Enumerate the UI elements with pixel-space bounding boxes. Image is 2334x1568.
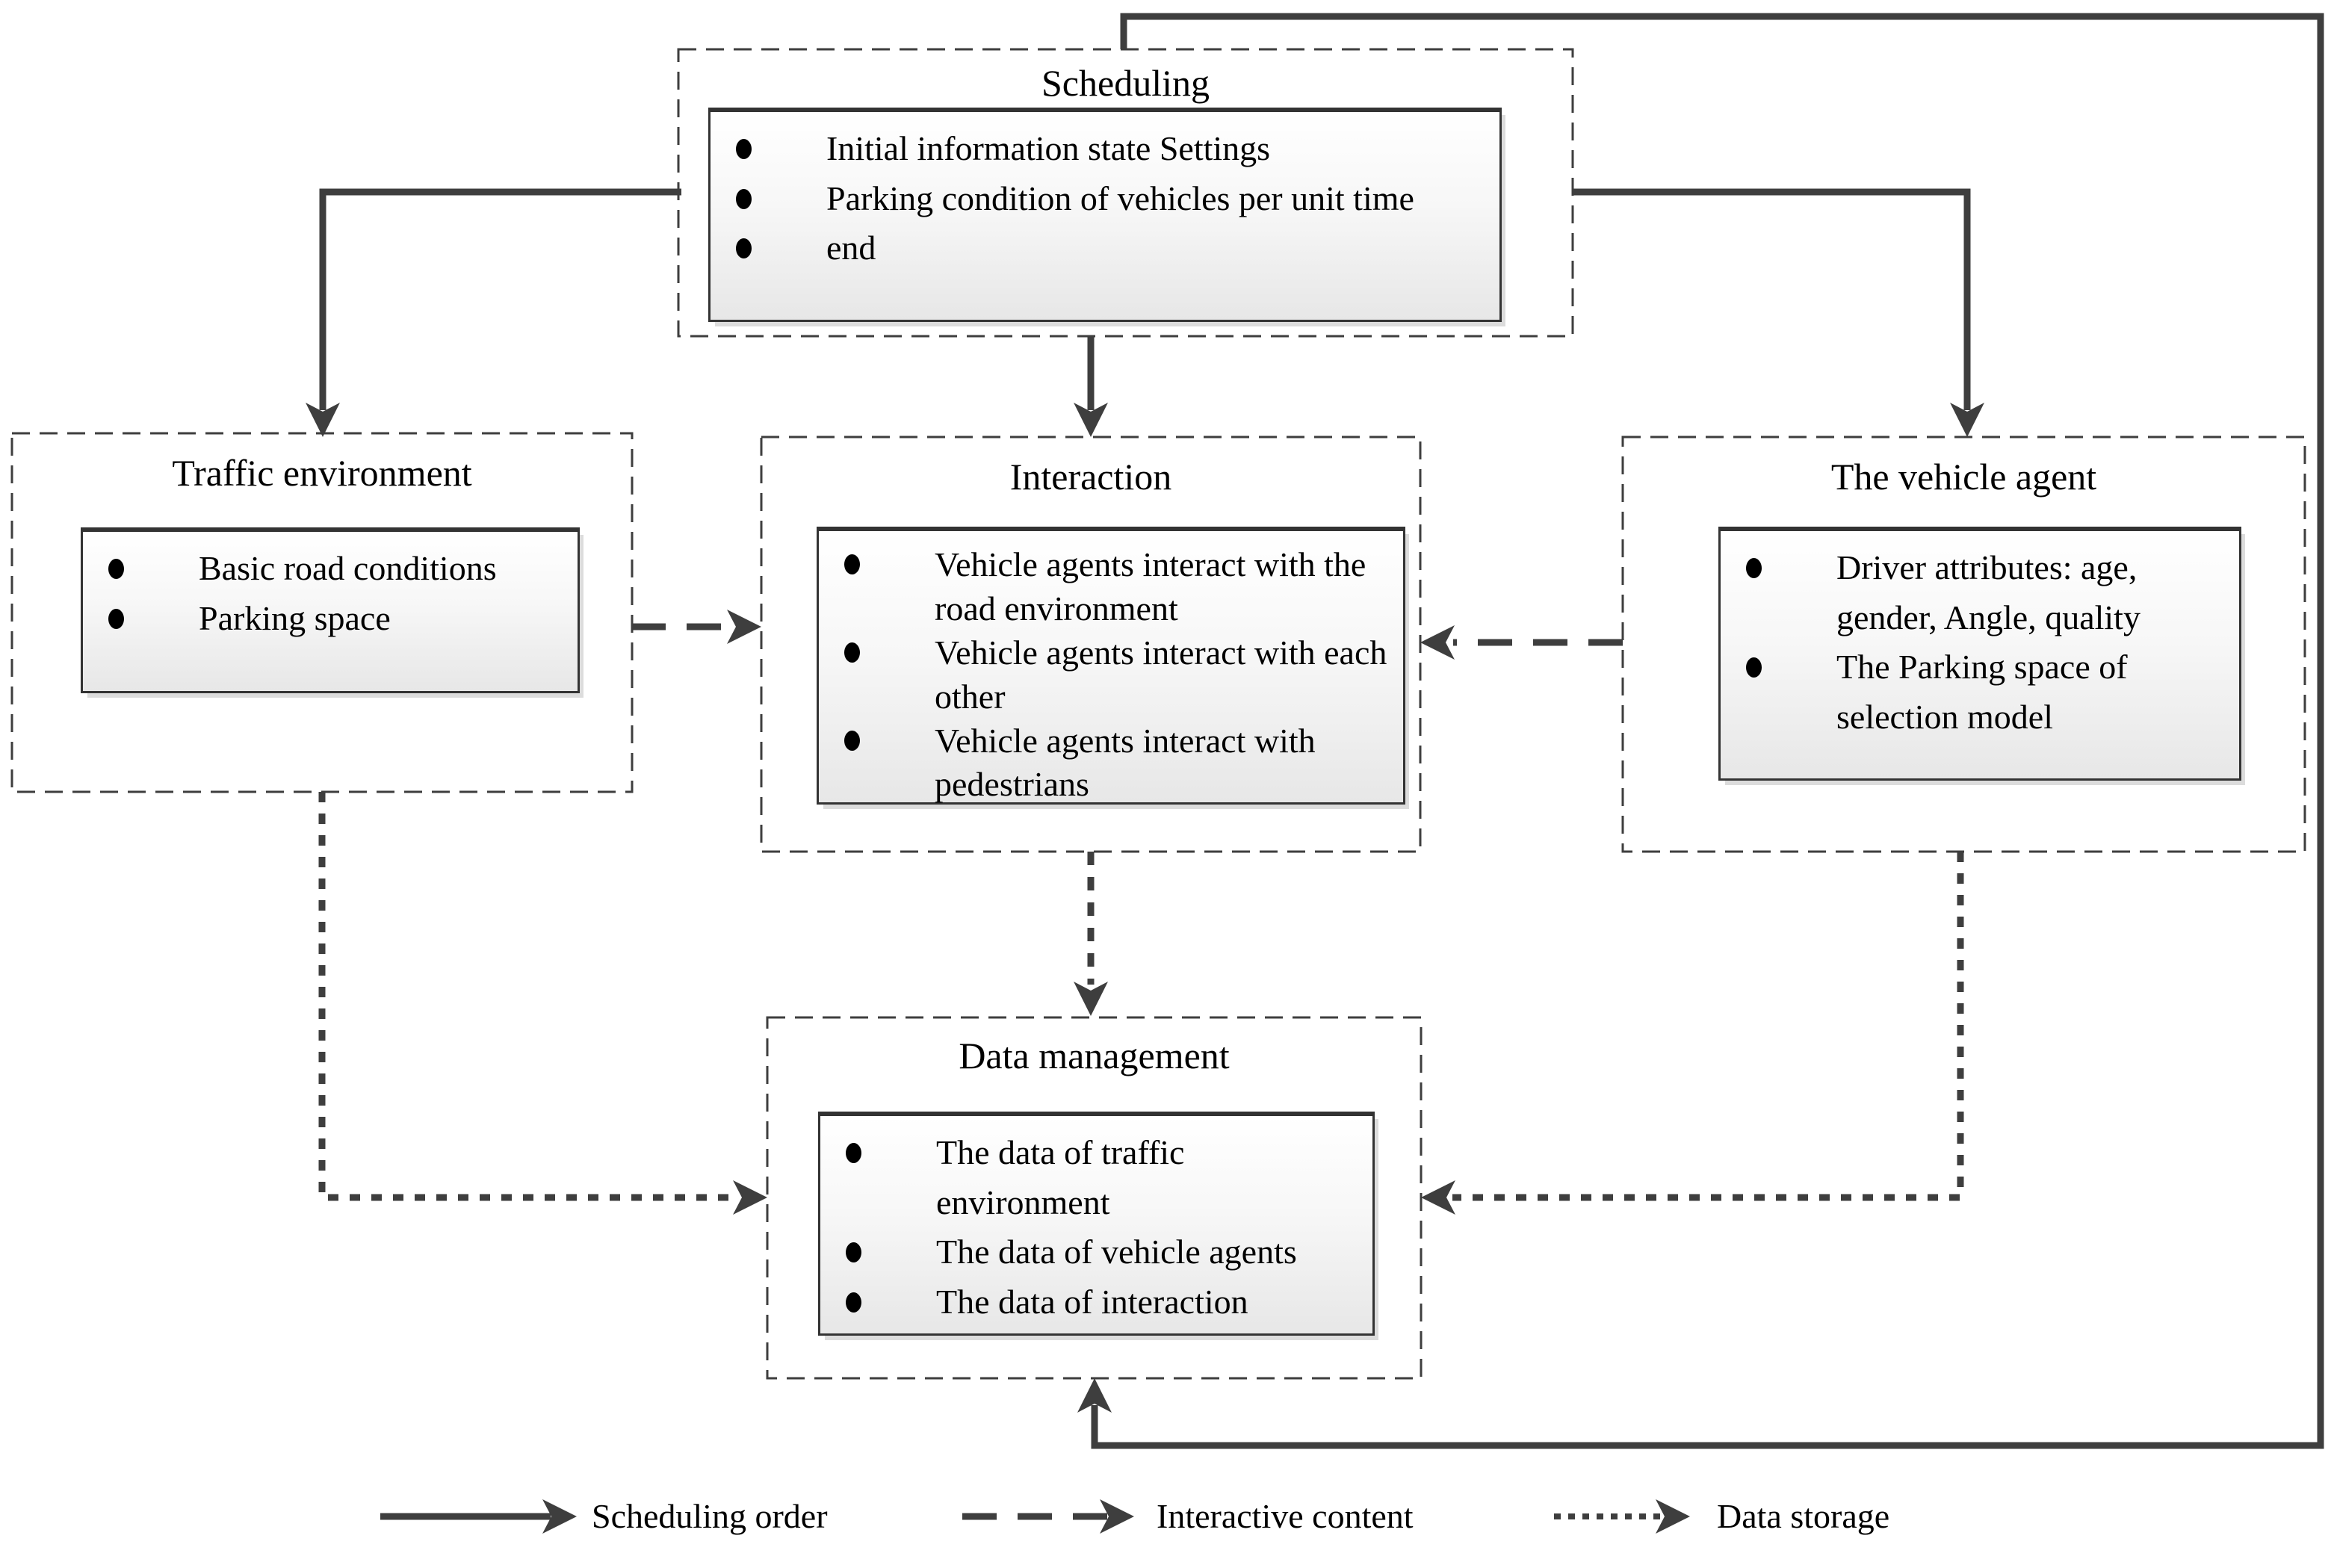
data-management-title: Data management — [959, 1035, 1230, 1076]
scheduling-box: Scheduling Initial information state Set… — [678, 49, 1573, 336]
arrowhead — [542, 1499, 577, 1534]
list-item-text: Vehicle agents interact with the road en… — [935, 545, 1366, 627]
vehicle-agent-item-list: Driver attributes: age, gender, Angle, q… — [1721, 531, 2239, 743]
arrowhead — [727, 610, 761, 644]
bullet-icon — [108, 559, 124, 579]
arrowhead — [1074, 403, 1108, 437]
traffic-environment-panel: Basic road conditions Parking space — [81, 527, 580, 693]
arrow-scheduling-to-traffic — [319, 188, 681, 410]
arrowhead — [1950, 403, 1984, 437]
bullet-icon — [846, 1143, 861, 1163]
bullet-icon — [108, 608, 124, 629]
vehicle-agent-box: The vehicle agent Driver attributes: age… — [1623, 437, 2305, 852]
list-item: The data of interaction — [846, 1277, 1358, 1327]
list-item: Initial information state Settings — [736, 124, 1485, 174]
traffic-environment-title: Traffic environment — [172, 452, 472, 494]
arrow-scheduling-to-vehicle-agent — [1573, 188, 1971, 410]
arrow-scheduling-loop-to-data-management — [1091, 13, 2324, 1449]
bullet-icon — [844, 554, 860, 574]
list-item: Basic road conditions — [108, 544, 563, 594]
vehicle-agent-panel: Driver attributes: age, gender, Angle, q… — [1718, 527, 2241, 781]
data-management-box-outline — [766, 1016, 1423, 1380]
arrow-traffic-to-data-management — [318, 792, 736, 1201]
scheduling-item-list: Initial information state Settings Parki… — [711, 112, 1499, 273]
list-item: The Parking space of selection model — [1746, 642, 2224, 742]
list-item-text: The data of traffic environment — [936, 1133, 1185, 1221]
list-item: The data of vehicle agents — [846, 1227, 1358, 1277]
arrowhead — [306, 403, 340, 437]
list-item-text: Driver attributes: age, gender, Angle, q… — [1836, 548, 2140, 636]
legend-label-interactive-content: Interactive content — [1157, 1497, 1414, 1535]
data-management-item-list: The data of traffic environment The data… — [820, 1116, 1372, 1327]
list-item-text: The Parking space of selection model — [1836, 648, 2128, 737]
bullet-icon — [844, 730, 860, 751]
list-item: Vehicle agents interact with the road en… — [844, 543, 1388, 631]
legend-label-scheduling-order: Scheduling order — [592, 1497, 828, 1535]
arrowhead — [733, 1180, 767, 1215]
arrowhead — [1077, 1378, 1112, 1413]
list-item: Parking condition of vehicles per unit t… — [736, 174, 1485, 224]
list-item-text: The data of vehicle agents — [936, 1233, 1297, 1271]
scheduling-panel: Initial information state Settings Parki… — [708, 108, 1502, 322]
traffic-environment-box: Traffic environment Basic road condition… — [12, 433, 632, 792]
scheduling-title: Scheduling — [1041, 62, 1210, 104]
list-item: Vehicle agents interact with pedestrians — [844, 719, 1388, 808]
bullet-icon — [846, 1292, 861, 1313]
list-item-text: Initial information state Settings — [826, 129, 1271, 167]
traffic-environment-item-list: Basic road conditions Parking space — [83, 532, 578, 643]
arrowhead — [1100, 1499, 1134, 1534]
interaction-box-outline — [760, 436, 1422, 853]
arrow-vehicle-agent-to-data-management — [1452, 852, 1964, 1201]
bullet-icon — [846, 1242, 861, 1263]
bullet-icon — [1746, 558, 1762, 578]
interaction-panel: Vehicle agents interact with the road en… — [817, 527, 1405, 805]
data-management-box: Data management The data of traffic envi… — [767, 1017, 1421, 1378]
legend-label-data-storage: Data storage — [1717, 1497, 1890, 1535]
list-item-text: The data of interaction — [936, 1283, 1248, 1321]
bullet-icon — [736, 139, 752, 159]
list-item-text: Vehicle agents interact with each other — [935, 633, 1387, 716]
data-management-panel: The data of traffic environment The data… — [818, 1112, 1375, 1336]
interaction-title: Interaction — [1009, 456, 1172, 498]
interaction-box: Interaction Vehicle agents interact with… — [761, 437, 1420, 852]
bullet-icon — [1746, 657, 1762, 678]
list-item-text: Parking space — [199, 598, 391, 637]
list-item: Vehicle agents interact with each other — [844, 631, 1388, 719]
list-item-text: Parking condition of vehicles per unit t… — [826, 179, 1414, 217]
arrowhead — [1656, 1499, 1690, 1534]
arrowhead — [1421, 1180, 1455, 1215]
list-item-text: Vehicle agents interact with pedestrians — [935, 721, 1316, 804]
arrowhead — [1074, 982, 1108, 1016]
list-item: The data of traffic environment — [846, 1128, 1358, 1227]
list-item: Driver attributes: age, gender, Angle, q… — [1746, 543, 2224, 642]
list-item-text: end — [826, 229, 876, 267]
bullet-icon — [844, 642, 860, 663]
interaction-item-list: Vehicle agents interact with the road en… — [819, 531, 1403, 807]
vehicle-agent-title: The vehicle agent — [1830, 456, 2097, 498]
list-item: Parking space — [108, 594, 563, 644]
bullet-icon — [736, 188, 752, 209]
bullet-icon — [736, 238, 752, 259]
list-item: end — [736, 223, 1485, 273]
arrowhead — [1420, 625, 1455, 660]
list-item-text: Basic road conditions — [199, 549, 497, 587]
